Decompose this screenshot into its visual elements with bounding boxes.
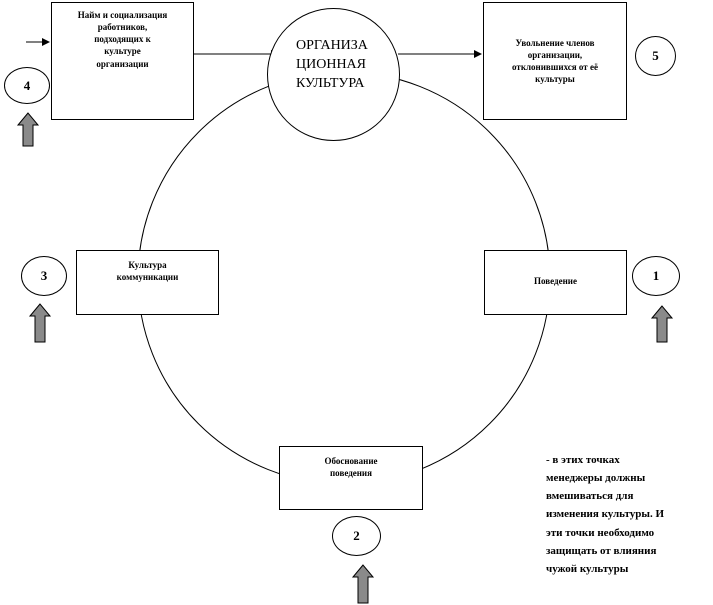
center-title-line-1: ОРГАНИЗА [296, 38, 368, 53]
legend-line-7: чужой культуры [546, 562, 629, 575]
legend-line-4: изменения культуры. И [546, 508, 665, 521]
badge-5: 5 [635, 36, 676, 76]
hiring-line-5: организации [96, 58, 149, 69]
dismissal-line-4: культуры [535, 74, 575, 85]
legend-line-2: менеджеры должны [546, 472, 646, 485]
badge-3: 3 [21, 256, 67, 296]
communication-line-1: Культура [128, 260, 167, 270]
communication-box: Культура коммуникации [76, 250, 219, 315]
up-arrow-icon [16, 112, 40, 147]
dismissal-box: Увольнение членов организации, отклонивш… [483, 2, 627, 120]
justification-line-1: Обоснование [324, 456, 378, 466]
behavior-box: Поведение [484, 250, 627, 315]
dismissal-line-2: организации, [527, 50, 583, 61]
up-arrow-icon [351, 564, 375, 604]
up-arrow-icon [28, 303, 52, 343]
legend-note: - в этих точках менеджеры должны вмешива… [546, 451, 706, 578]
center-title-line-3: КУЛЬТУРА [296, 75, 365, 91]
badge-4: 4 [4, 67, 50, 104]
legend-line-5: эти точки необходимо [546, 526, 655, 539]
legend-line-1: - в этих точках [546, 454, 620, 466]
hiring-line-3: подходящих к [94, 34, 151, 45]
organizational-culture-circle: ОРГАНИЗА ЦИОННАЯ КУЛЬТУРА [267, 8, 400, 141]
hiring-box: Найм и социализация работников, подходящ… [51, 2, 194, 120]
behavior-line-1: Поведение [534, 276, 577, 286]
legend-line-3: вмешиваться для [546, 490, 634, 503]
hiring-line-1: Найм и социализация [77, 10, 168, 20]
legend-line-6: защищать от влияния [546, 544, 657, 557]
hiring-line-4: культуре [104, 46, 141, 57]
justification-box: Обоснование поведения [279, 446, 423, 510]
justification-line-2: поведения [330, 468, 372, 479]
hiring-line-2: работников, [97, 22, 148, 33]
dismissal-line-3: отклонившихся от её [512, 62, 598, 73]
up-arrow-icon [650, 305, 674, 343]
badge-2: 2 [332, 516, 381, 556]
communication-line-2: коммуникации [116, 272, 179, 283]
center-title-line-2: ЦИОННАЯ [296, 56, 366, 72]
dismissal-line-1: Увольнение членов [515, 38, 595, 48]
badge-1: 1 [632, 256, 680, 296]
